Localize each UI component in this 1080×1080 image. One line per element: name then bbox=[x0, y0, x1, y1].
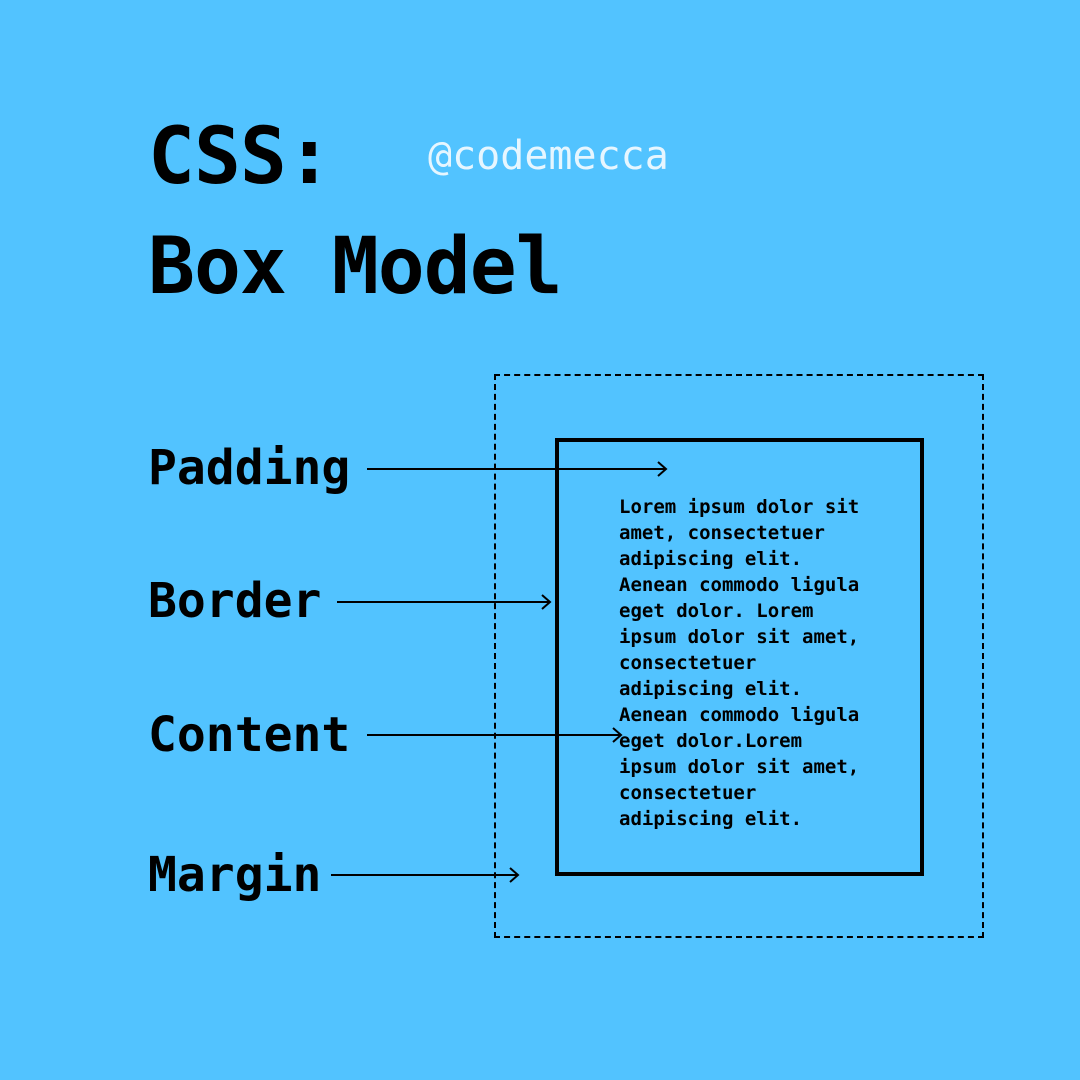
border-arrow bbox=[337, 594, 552, 610]
page-title-line-2: Box Model bbox=[148, 222, 563, 312]
content-arrow bbox=[367, 727, 623, 743]
border-label: Border bbox=[148, 573, 322, 629]
margin-label: Margin bbox=[148, 847, 322, 903]
content-label: Content bbox=[148, 707, 351, 763]
border-box-outline bbox=[555, 438, 924, 876]
margin-box-outline bbox=[494, 374, 984, 938]
page-title-line-1: CSS: bbox=[148, 112, 333, 202]
padding-arrow bbox=[367, 461, 668, 477]
content-sample-text: Lorem ipsum dolor sit amet, consectetuer… bbox=[619, 496, 860, 830]
padding-label: Padding bbox=[148, 440, 351, 496]
author-handle: @codemecca bbox=[428, 133, 669, 179]
margin-arrow bbox=[331, 867, 520, 883]
